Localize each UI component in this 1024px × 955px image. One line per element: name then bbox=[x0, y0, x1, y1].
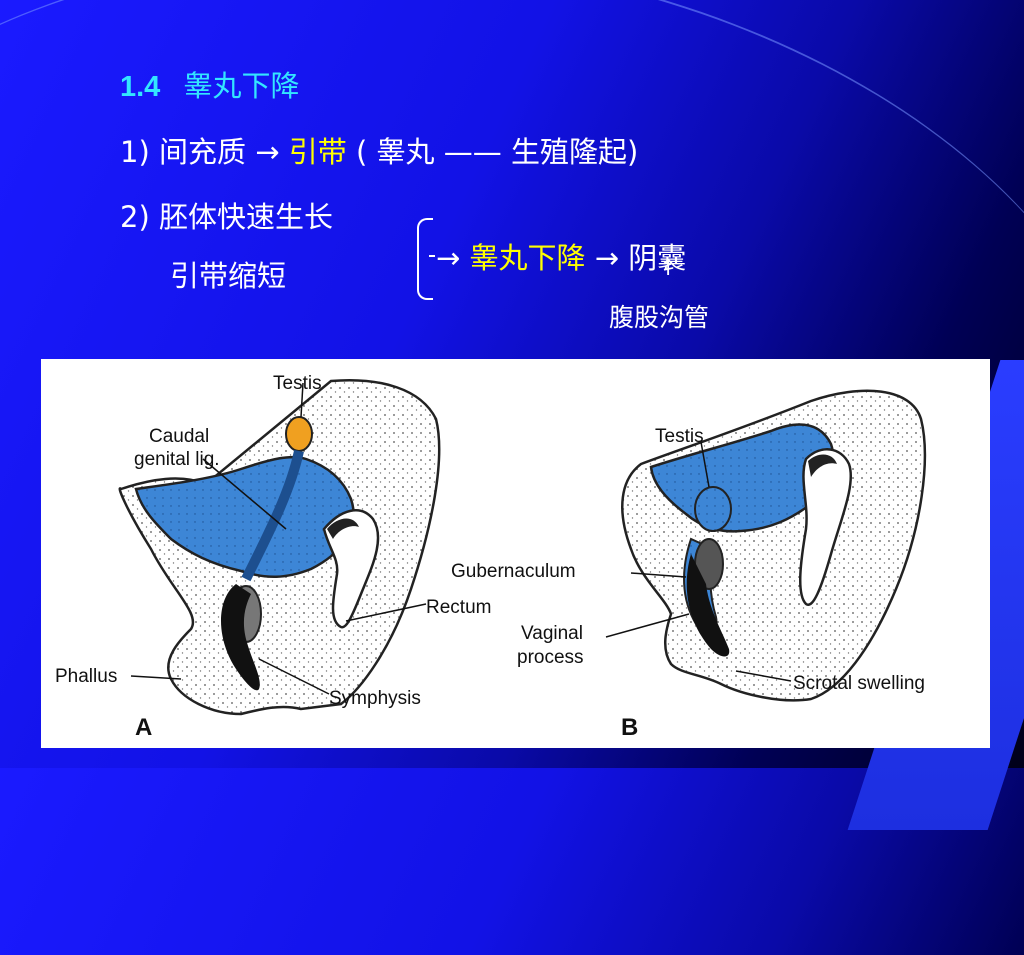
panel-a-testis bbox=[285, 416, 313, 452]
label-process: process bbox=[517, 647, 584, 668]
result-highlight: 睾丸下降 bbox=[469, 241, 586, 275]
label-testis-b: Testis bbox=[655, 426, 704, 447]
panel-b-letter: B bbox=[621, 714, 638, 741]
panel-a-letter: A bbox=[135, 714, 152, 741]
panel-a-ligament bbox=[241, 449, 304, 582]
panel-b-gubernaculum bbox=[686, 554, 730, 657]
heading-title: 睾丸下降 bbox=[183, 69, 300, 103]
panel-a-genital-tubercle bbox=[221, 584, 260, 691]
text-line-1: 1) 间充质 → 引带 ( 睾丸 —— 生殖隆起) bbox=[120, 138, 638, 167]
panel-b: Testis Gubernaculum Vaginal process Scro… bbox=[451, 389, 927, 741]
line1-suffix: ( 睾丸 —— 生殖隆起) bbox=[355, 135, 639, 169]
panel-b-rectum-lumen bbox=[808, 454, 837, 477]
label-vaginal: Vaginal bbox=[521, 623, 583, 644]
panel-a: Testis Caudal genital lig. Rectum Phallu… bbox=[55, 373, 491, 741]
anatomy-illustration: Testis Caudal genital lig. Rectum Phallu… bbox=[55, 373, 927, 741]
result-arrow: → bbox=[436, 241, 461, 275]
result-suffix: → 阴囊 bbox=[594, 241, 687, 275]
label-testis-a: Testis bbox=[273, 373, 322, 394]
label-gubernaculum: Gubernaculum bbox=[451, 561, 576, 582]
label-scrotal-swelling: Scrotal swelling bbox=[793, 673, 925, 694]
line1-prefix: 1) 间充质 → bbox=[120, 135, 280, 169]
result-line: → 睾丸下降 → 阴囊 bbox=[436, 244, 686, 273]
slide-heading: 1.4 睾丸下降 bbox=[120, 72, 300, 102]
line1-highlight: 引带 bbox=[288, 135, 347, 169]
panel-a-rectum-lumen bbox=[327, 518, 359, 539]
label-phallus: Phallus bbox=[55, 666, 117, 687]
label-caudal: Caudal bbox=[149, 426, 209, 447]
note-text: 腹股沟管 bbox=[609, 303, 710, 332]
panel-a-rectum bbox=[322, 509, 380, 629]
brace-bracket bbox=[417, 218, 433, 300]
up-arrow-icon: ↑ bbox=[659, 256, 678, 281]
panel-b-rectum bbox=[798, 448, 853, 607]
text-line-3: 引带缩短 bbox=[170, 259, 287, 293]
label-genital-lig: genital lig. bbox=[134, 449, 220, 470]
heading-number: 1.4 bbox=[120, 71, 161, 103]
text-line-2: 2) 胚体快速生长 bbox=[120, 200, 333, 234]
panel-b-testis bbox=[694, 486, 732, 532]
label-symphysis: Symphysis bbox=[329, 688, 421, 709]
label-rectum: Rectum bbox=[426, 597, 491, 618]
anatomy-figure: Testis Caudal genital lig. Rectum Phallu… bbox=[41, 359, 990, 748]
brace-tip bbox=[429, 255, 435, 257]
